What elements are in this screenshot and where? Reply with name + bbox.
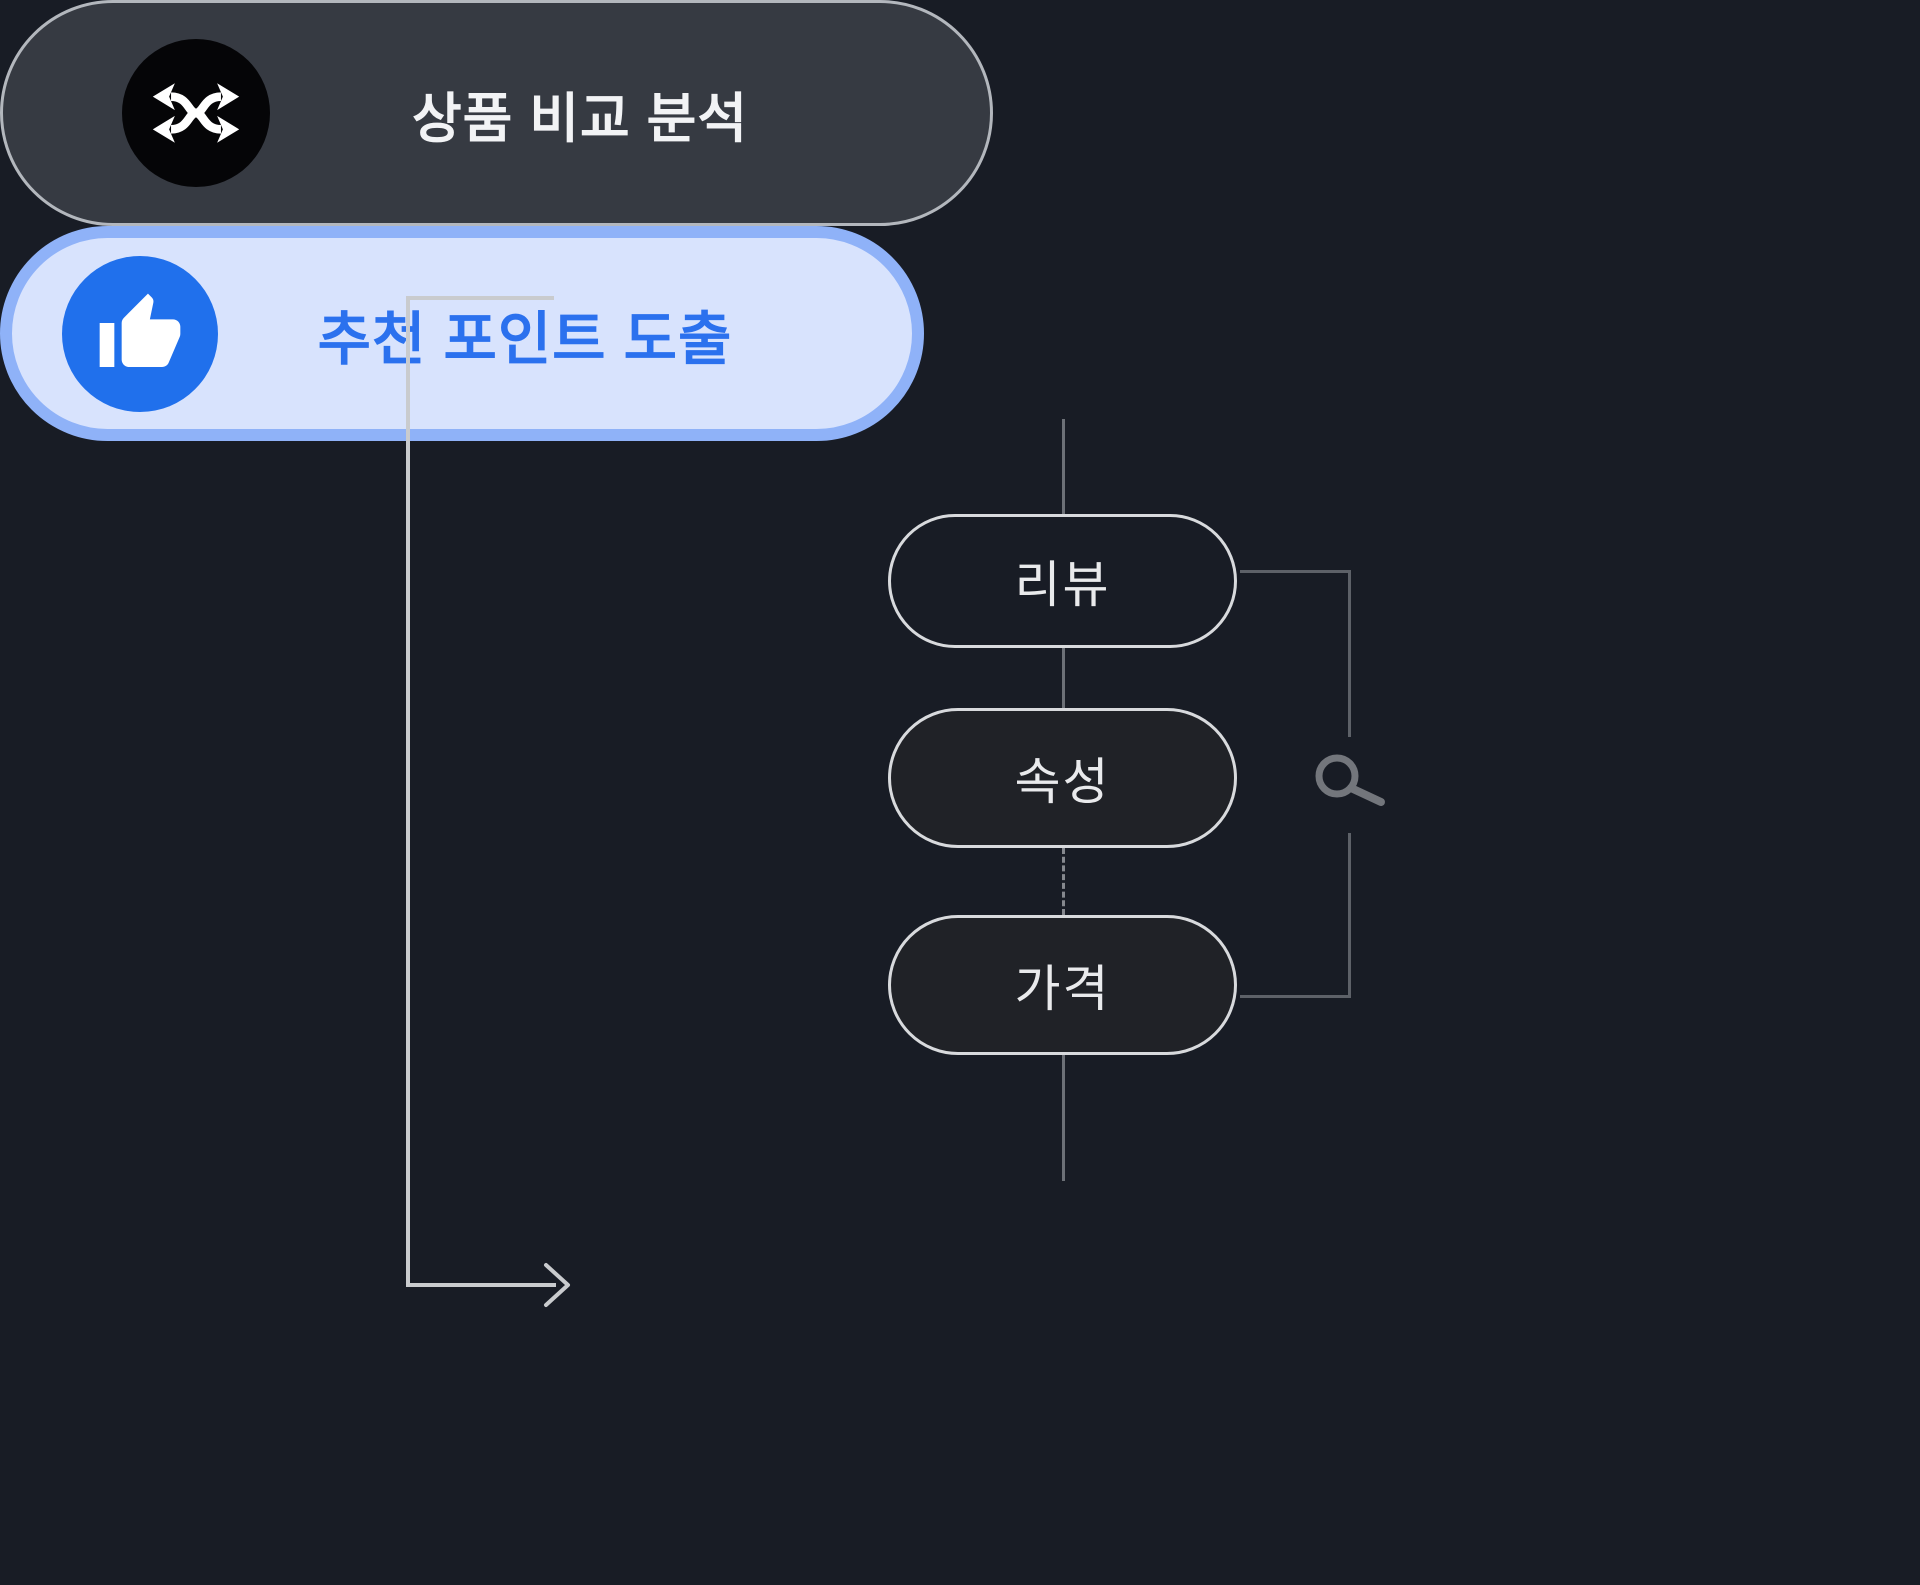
shuffle-icon <box>122 39 270 187</box>
node-product-comparison: 상품 비교 분석 <box>0 0 993 226</box>
node-attribute: 속성 <box>888 708 1237 848</box>
bracket-line-vertical-lower <box>1348 833 1351 998</box>
node-label-product-comparison: 상품 비교 분석 <box>411 88 749 149</box>
loop-line-vertical <box>406 296 410 1287</box>
node-recommendation: 추천 포인트 도출 <box>0 226 924 441</box>
node-label-review: 리뷰 <box>1014 557 1111 613</box>
connector-attr-to-price-dashed <box>1062 848 1065 915</box>
node-label-recommendation: 추천 포인트 도출 <box>317 306 733 372</box>
bracket-line-vertical-upper <box>1348 570 1351 737</box>
search-icon <box>1313 744 1387 815</box>
connector-price-to-bottom <box>1062 1055 1065 1181</box>
connector-review-to-attr <box>1062 648 1065 708</box>
connector-top-to-review <box>1062 419 1065 514</box>
loop-line-top <box>406 296 554 300</box>
node-review: 리뷰 <box>888 514 1237 648</box>
bracket-line-bottom <box>1240 995 1351 998</box>
thumbs-up-icon <box>62 255 218 412</box>
node-price: 가격 <box>888 915 1237 1055</box>
arrowhead-icon <box>544 1263 570 1307</box>
loop-line-bottom <box>406 1283 556 1287</box>
bracket-line-top <box>1240 570 1351 573</box>
node-label-attribute: 속성 <box>1014 754 1111 810</box>
node-label-price: 가격 <box>1014 961 1111 1017</box>
